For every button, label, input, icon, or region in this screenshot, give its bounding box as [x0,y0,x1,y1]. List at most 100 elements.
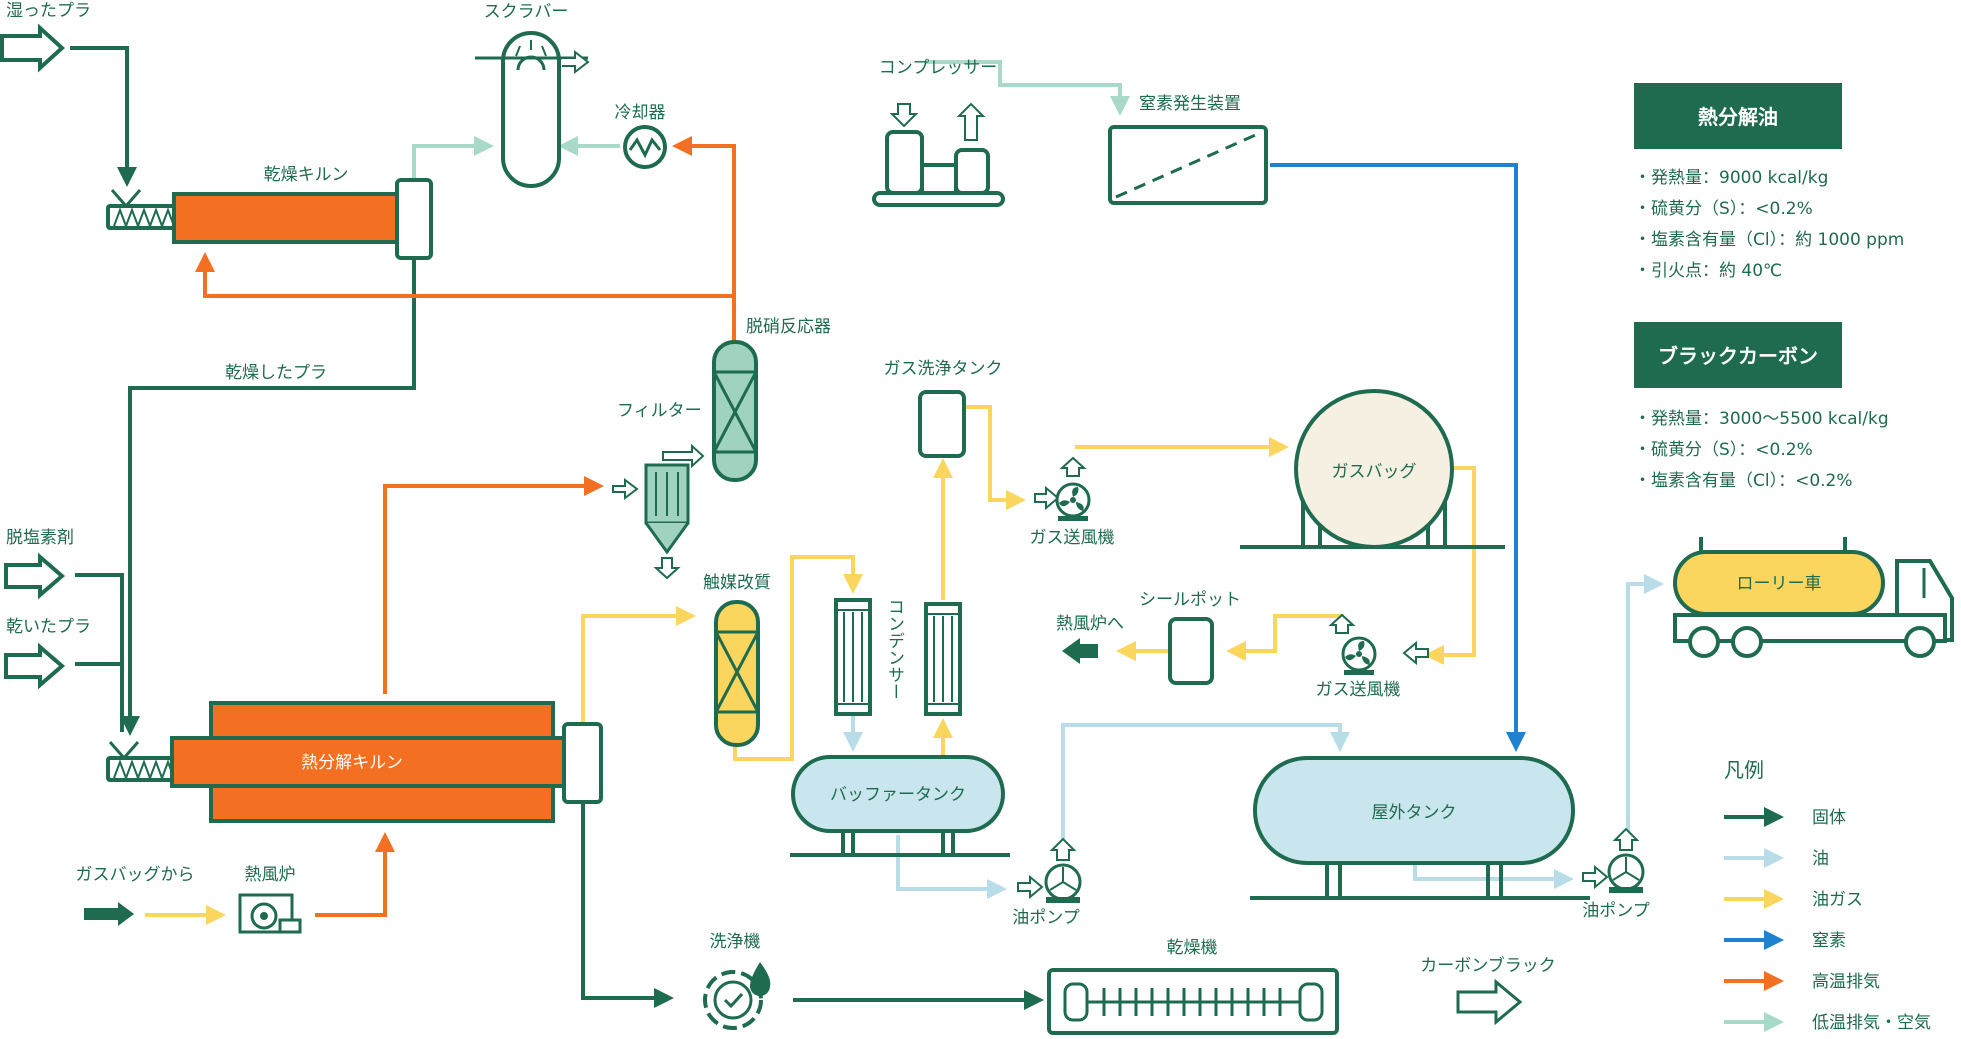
compressor-label: コンプレッサー [879,58,998,78]
legend-title: 凡例 [1724,758,1764,782]
flow-lines [70,46,1664,1010]
flow-nitrogen [1270,163,1526,752]
gas-blower-1-label: ガス送風機 [1030,528,1115,548]
flow-blower2-to-sealpot [1226,614,1344,661]
dryer [1047,968,1339,1035]
gas-bag [1240,389,1505,549]
dryer-label: 乾燥機 [1167,938,1218,958]
condenser-2 [924,602,962,716]
gas-wash-tank-label: ガス洗浄タンク [884,359,1003,379]
flow-compressor-to-n2gen [925,60,1130,116]
filter-label: フィルター [617,401,702,421]
catalytic-reforming-label: 触媒改質 [703,573,771,593]
scrubber-label: スクラバー [484,2,569,22]
outdoor-tank-label: 屋外タンク [1372,803,1457,823]
flow-dechlorinating-agent [75,573,124,732]
flow-dried-plastic [120,256,416,736]
legend-item-hot-exhaust: 高温排気 [1724,971,1880,992]
spec-oil-item: ・発熱量：9000 kcal/kg [1634,168,1828,188]
buffer-tank-label: バッファータンク [830,785,966,805]
denitration-reactor-label: 脱硝反応器 [746,317,831,337]
flow-buffer-to-pump1 [896,835,1007,899]
denitration-reactor [712,340,758,482]
seal-pot [1168,617,1214,685]
spec-carbon-item: ・発熱量：3000〜5500 kcal/kg [1634,409,1889,429]
nitrogen-generator-label: 窒素発生装置 [1139,94,1241,114]
legend: 凡例 固体 油 油ガス 窒素 高温排気 低温排気・空気 [1724,758,1931,1033]
outdoor-tank [1250,756,1590,900]
legend-label: 油 [1812,849,1829,869]
flow-pump1-to-outdoortank [1061,723,1350,847]
flow-pump2-to-lorry [1626,574,1664,850]
compressor [872,102,1005,207]
flow-hot-air-to-pyro [315,832,395,917]
oil-pump-1 [1017,837,1082,903]
legend-label: 低温排気・空気 [1812,1013,1931,1033]
flow-washtank-to-blower [965,405,1026,510]
seal-pot-label: シールポット [1139,590,1241,610]
legend-item-cool-exhaust: 低温排気・空気 [1724,1012,1931,1033]
flow-gasbag-to-blower2 [1424,466,1476,665]
spec-carbon-item: ・塩素含有量（Cl）：<0.2% [1634,471,1853,491]
legend-item-oil-gas: 油ガス [1724,889,1863,910]
oil-pump-2-label: 油ポンプ [1582,901,1650,921]
spec-panel-carbon-black: ブラックカーボン ・発熱量：3000〜5500 kcal/kg ・硫黄分（S）：… [1634,322,1889,491]
spec-oil-item: ・引火点：約 40℃ [1634,261,1782,281]
filter [612,443,705,580]
drying-kiln [106,178,433,260]
oil-pump-1-label: 油ポンプ [1012,908,1080,928]
to-furnace-arrow-icon [1062,638,1098,664]
spec-oil-item: ・塩素含有量（Cl）：約 1000 ppm [1634,230,1904,250]
flow-wet-plastic [70,46,137,187]
to-hot-air-furnace-label: 熱風炉へ [1056,614,1124,634]
cooler [623,125,667,169]
drying-kiln-label: 乾燥キルン [264,165,349,185]
flow-pyro-to-catalyst [581,606,696,730]
gas-blower-2 [1328,613,1429,675]
condenser-label: コンデンサー [884,598,904,700]
flow-catalyst-to-condenser [733,555,863,761]
carbon-black-output-arrow-icon [1456,978,1523,1026]
pyrolysis-kiln-label: 熱分解キルン [301,753,403,773]
catalytic-reformer [714,600,760,747]
buffer-tank [790,755,1010,857]
equipment-labels: 湿ったプラ スクラバー 冷却器 乾燥キルン 乾燥したプラ 脱硝反応器 フィルター… [6,1,1822,976]
oil-pump-2 [1582,827,1645,893]
legend-label: 窒素 [1812,931,1846,951]
gas-wash-tank [918,390,966,458]
wet-plastic-label: 湿ったプラ [6,1,91,21]
cooler-label: 冷却器 [615,103,666,123]
dechlorinating-agent-label: 脱塩素剤 [6,528,74,548]
lorry-truck [1673,537,1954,658]
condenser-1 [834,598,872,716]
from-gas-bag-label: ガスバッグから [76,865,195,885]
washer [703,962,771,1030]
carbon-black-label: カーボンブラック [1420,955,1556,976]
flow-kiln-to-washer [581,800,674,1008]
dry-plastic-arrow-icon [4,642,66,690]
spec-panel-pyrolysis-oil: 熱分解油 ・発熱量：9000 kcal/kg ・硫黄分（S）：<0.2% ・塩素… [1634,83,1904,281]
dried-plastic-label: 乾燥したプラ [225,363,327,383]
gasbag-source-arrow-icon [84,902,134,926]
gas-blower-2-label: ガス送風機 [1316,680,1401,700]
scrubber [475,31,590,188]
legend-item-nitrogen: 窒素 [1724,930,1846,951]
hot-air-furnace [238,893,302,934]
spec-oil-title: 熱分解油 [1698,105,1778,129]
dechlorinating-agent-arrow-icon [4,552,66,600]
flow-drykiln-to-scrubber [412,136,494,180]
pyrolysis-kiln [106,701,603,823]
flow-hot-exhaust-pyro-to-filter [383,476,604,694]
nitrogen-generator [1108,125,1268,205]
gas-bag-label: ガスバッグ [1332,462,1417,482]
washer-label: 洗浄機 [710,932,761,952]
wet-plastic-input-arrow-icon [0,23,65,73]
legend-label: 油ガス [1812,890,1863,910]
flow-hot-exhaust-reactor-to-drykiln [195,252,734,298]
flow-outdoortank-to-pump2 [1413,860,1574,889]
spec-carbon-title: ブラックカーボン [1658,344,1818,368]
dry-plastic-label: 乾いたプラ [6,617,91,637]
spec-oil-item: ・硫黄分（S）：<0.2% [1634,199,1813,219]
lorry-label: ローリー車 [1737,574,1822,594]
